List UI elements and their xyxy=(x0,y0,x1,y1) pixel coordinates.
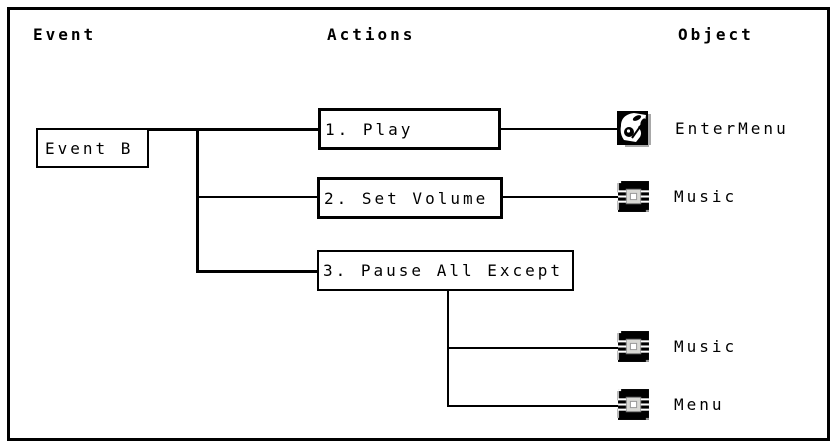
event-node: Event B xyxy=(36,128,149,168)
object-row-music[interactable]: Music xyxy=(617,180,737,213)
action-node-label: 2. Set Volume xyxy=(324,188,489,208)
connector-action1-to-entermenu xyxy=(500,128,618,130)
object-column-header: Object xyxy=(678,25,754,44)
event-node-label[interactable]: Event B xyxy=(45,138,134,158)
action-node-play[interactable]: 1. Play xyxy=(318,108,501,150)
object-row-entermenu[interactable]: EnterMenu xyxy=(617,110,789,147)
action-node-set-volume[interactable]: 2. Set Volume xyxy=(317,177,503,219)
event-column-header: Event xyxy=(33,25,97,44)
connector-action3-to-music xyxy=(447,347,618,349)
object-row-music-2[interactable]: Music xyxy=(617,330,737,363)
object-row-menu[interactable]: Menu xyxy=(617,388,725,421)
connector-trunk-to-action2 xyxy=(196,196,318,198)
music-object-icon xyxy=(617,181,649,212)
music-object-icon xyxy=(617,331,649,362)
connector-event-to-action1 xyxy=(146,128,318,131)
actions-column-header: Actions xyxy=(327,25,416,44)
menu-object-icon xyxy=(617,389,649,420)
action-node-label: 3. Pause All Except xyxy=(323,261,564,280)
connector-trunk-to-action3 xyxy=(196,270,318,273)
object-label: Music xyxy=(674,337,738,356)
connector-action3-to-menu xyxy=(447,405,618,407)
enter-menu-object-icon xyxy=(617,111,651,147)
connector-trunk-vertical xyxy=(196,128,199,273)
object-label: EnterMenu xyxy=(675,119,789,138)
object-label: Menu xyxy=(674,395,725,414)
outer-border xyxy=(7,7,830,441)
action-node-label: 1. Play xyxy=(325,119,414,139)
connector-action2-to-music xyxy=(503,196,618,198)
object-label: Music xyxy=(674,187,738,206)
action-node-pause-all-except[interactable]: 3. Pause All Except xyxy=(317,250,574,291)
